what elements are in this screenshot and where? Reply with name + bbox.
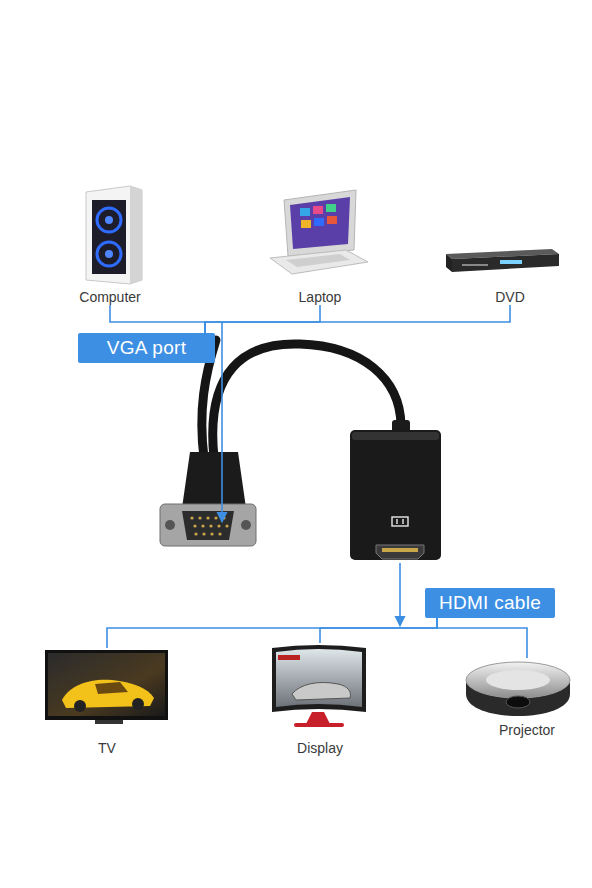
device-label: Laptop: [299, 290, 342, 305]
screen-tile: [301, 220, 311, 228]
tv-frame: [45, 650, 168, 720]
projector-top-ring: [486, 670, 550, 690]
device-node: DVD: [455, 240, 565, 305]
monitor-frame: [272, 645, 366, 712]
device-label: TV: [98, 741, 116, 756]
dvd-display: [500, 260, 522, 264]
connector-group: [107, 305, 527, 658]
connector-line: [107, 618, 437, 648]
tower-body: [86, 186, 142, 284]
dvd-front: [452, 254, 559, 272]
cable-tag: HDMI cable: [425, 588, 555, 618]
device-node: Display: [265, 643, 375, 756]
tower-fan: [97, 208, 121, 232]
vga-hood: [182, 452, 246, 508]
vga-screw: [241, 520, 251, 530]
port-tag: VGA port: [78, 333, 215, 363]
hdmi-symbol: [392, 517, 408, 526]
tower-fan-hub: [105, 250, 113, 258]
connector-line: [205, 305, 320, 333]
device-label: Display: [297, 741, 343, 756]
monitor-base: [294, 723, 344, 727]
dvd-side: [446, 254, 452, 272]
projector-lens: [506, 696, 530, 708]
device-node: Laptop: [265, 185, 375, 305]
car-wheel: [132, 698, 144, 710]
connector-line: [437, 618, 527, 658]
monitor-icon: [272, 645, 366, 727]
adapter-body: [350, 430, 441, 560]
vga-plate: [160, 504, 256, 546]
device-label: Computer: [79, 290, 140, 305]
tower-side: [130, 186, 142, 284]
dvd-tray: [462, 264, 488, 266]
screen-tile: [300, 208, 310, 216]
device-node: TV: [45, 648, 169, 756]
tag-label: VGA port: [107, 338, 187, 359]
screen-tile: [326, 204, 336, 212]
device-label: DVD: [495, 290, 525, 305]
signal-arrow: [399, 563, 401, 626]
connector-line: [110, 305, 205, 333]
projector-top: [466, 662, 570, 698]
connector-line: [205, 305, 510, 333]
screen-tile: [314, 218, 324, 226]
laptop-icon: [270, 190, 368, 274]
computer-icon: [86, 186, 142, 284]
car-wheel: [74, 700, 86, 712]
vga-pins: [190, 516, 228, 535]
laptop-base: [270, 250, 368, 274]
signal-arrow: [221, 322, 223, 522]
tower-fan-hub: [105, 216, 113, 224]
tv-screen: [48, 653, 165, 716]
hdmi-adapter: [350, 420, 441, 560]
hdmi-contacts: [382, 548, 418, 552]
vga-socket: [182, 511, 234, 540]
tv-stand: [95, 720, 123, 724]
vga-screw: [165, 520, 175, 530]
tower-panel: [92, 200, 126, 274]
car-window: [95, 682, 128, 694]
adapter-shine: [352, 432, 439, 440]
monitor-screen: [276, 649, 362, 707]
dvd-icon: [446, 249, 559, 272]
screen-tile: [313, 206, 323, 214]
laptop-keyboard: [286, 254, 350, 267]
tag-label: HDMI cable: [439, 593, 541, 614]
monitor-stand: [306, 712, 330, 724]
projector-icon: [466, 662, 570, 716]
laptop-screen: [290, 197, 350, 249]
tv-icon: [45, 650, 168, 724]
device-label: Projector: [499, 723, 555, 738]
vga-connector: [160, 452, 256, 546]
device-node: Projector: [460, 658, 592, 738]
screen-tile: [327, 216, 337, 224]
device-node: Computer: [60, 185, 160, 305]
laptop-lid: [284, 190, 356, 256]
screen-logo: [278, 655, 300, 660]
car-shape: [292, 682, 351, 700]
hdmi-port: [376, 545, 424, 559]
tower-fan: [97, 242, 121, 266]
connector-line: [320, 618, 437, 643]
